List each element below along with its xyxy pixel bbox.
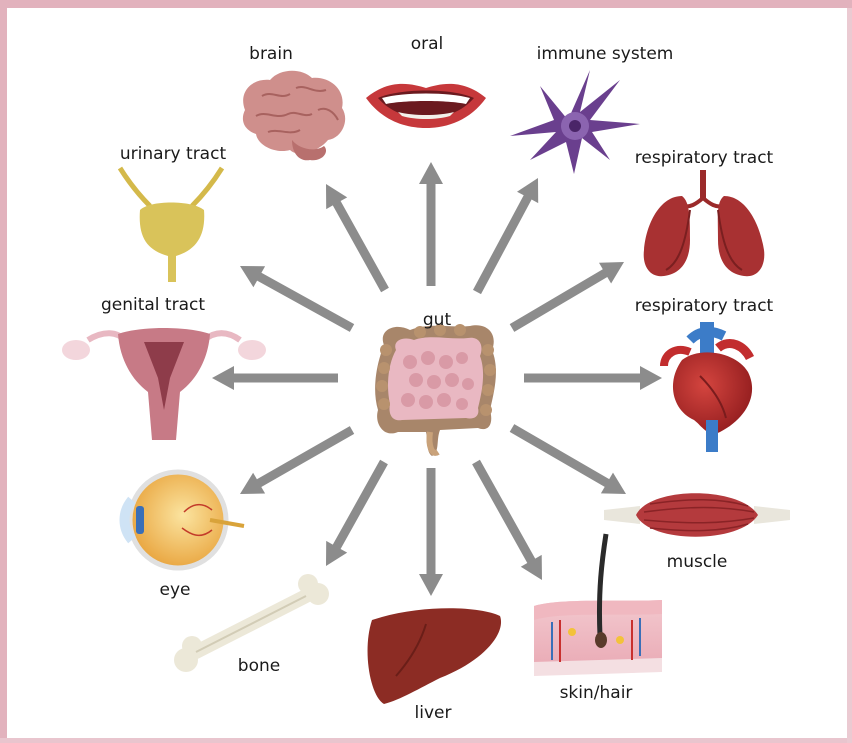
mouth-illustration bbox=[366, 84, 486, 128]
arrow-to-urinary bbox=[240, 266, 354, 332]
label-skin-hair: skin/hair bbox=[560, 683, 633, 703]
label-respiratory-tract-2: respiratory tract bbox=[635, 296, 773, 316]
label-respiratory-tract: respiratory tract bbox=[635, 148, 773, 168]
brain-illustration bbox=[243, 71, 345, 161]
arrow-to-eye bbox=[240, 426, 354, 494]
label-eye: eye bbox=[160, 580, 191, 600]
liver-illustration bbox=[368, 608, 502, 704]
heart-illustration bbox=[664, 322, 752, 452]
immune-cell-illustration bbox=[510, 70, 640, 174]
muscle-illustration bbox=[604, 493, 790, 537]
label-genital-tract: genital tract bbox=[101, 295, 205, 315]
arrow-to-liver bbox=[419, 468, 443, 596]
arrow-to-muscle bbox=[510, 424, 626, 494]
label-oral: oral bbox=[411, 34, 444, 54]
arrow-to-bone bbox=[326, 460, 388, 566]
bladder-illustration bbox=[120, 168, 222, 282]
gut-illustration bbox=[375, 324, 496, 456]
skin-illustration bbox=[534, 534, 662, 676]
lungs-illustration bbox=[644, 170, 765, 276]
arrow-to-oral bbox=[419, 162, 443, 286]
label-muscle: muscle bbox=[667, 552, 728, 572]
center-label: gut bbox=[423, 310, 451, 330]
label-liver: liver bbox=[415, 703, 452, 723]
arrow-to-genital bbox=[212, 366, 338, 390]
arrow-to-heart bbox=[524, 366, 662, 390]
label-immune-system: immune system bbox=[537, 44, 674, 64]
label-urinary-tract: urinary tract bbox=[120, 144, 226, 164]
uterus-illustration bbox=[62, 328, 266, 440]
label-brain: brain bbox=[249, 44, 293, 64]
arrow-to-skin bbox=[472, 460, 542, 580]
arrow-to-brain bbox=[326, 184, 389, 292]
arrow-to-immune bbox=[473, 178, 538, 294]
arrow-to-respiratory bbox=[510, 262, 624, 332]
label-bone: bone bbox=[238, 656, 280, 676]
eye-illustration bbox=[125, 472, 245, 568]
